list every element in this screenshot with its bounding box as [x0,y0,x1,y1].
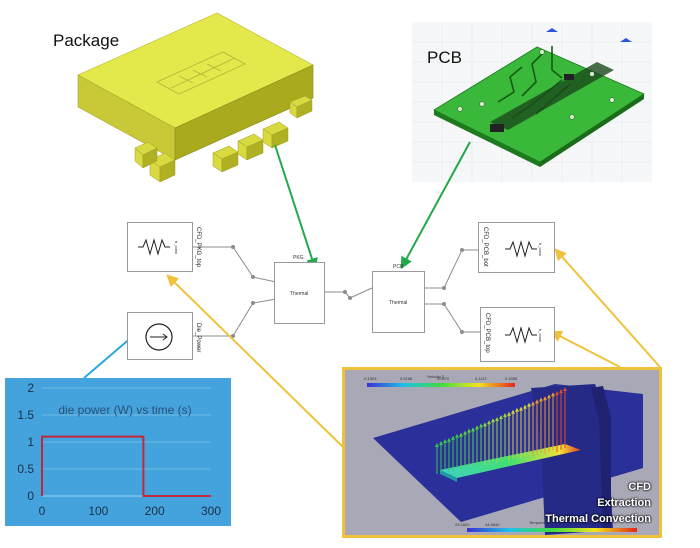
pcb-to-pcb-block-arrow [400,141,471,270]
pkg-thermal-block[interactable]: PKG Thermal [274,255,325,324]
velocity-arrow-head [471,427,475,432]
cfd-line-3: Thermal Convection [545,513,651,525]
bottom-bar-tick: 44.5640 [485,522,500,527]
resistor-icon [138,238,170,256]
pcb-3d-render [412,22,652,182]
velocity-arrow-head [435,443,439,447]
package-3d-render [77,12,314,183]
cfd-pcb-top-label: CFD_PCB_top [484,313,490,353]
cfd-panel: Velocity Z -0.1504 0.0168 0.0570 0.1112 … [342,367,662,538]
velocity-arrow-head [503,413,507,417]
velocity-arrow-head [519,406,523,411]
colorbar-tick: 0.0570 [437,376,450,381]
colorbar-title: Velocity Z [427,374,445,379]
bottom-bar-tick: 23.1820 [455,522,470,527]
velocity-arrow-head [451,435,455,440]
velocity-arrow-head [535,399,539,404]
resistor-icon [505,240,537,258]
colorbar-tick: 0.0168 [400,376,413,381]
cfd-to-pcb-top-arrow [549,330,621,368]
velocity-arrow-head [511,409,515,414]
x-tick-label: 200 [145,504,165,518]
bottom-bar-title: Temperature [529,520,552,525]
cfd-to-pcb-bot-arrow [554,248,661,368]
velocity-arrow-head [539,397,543,402]
series-line [41,435,211,497]
velocity-arrow-head [467,428,471,433]
velocity-arrow-head [547,394,551,399]
package-label: Package [53,31,120,50]
colorbar-tick: 0.1555 [505,376,518,381]
velocity-arrow-head [491,418,495,423]
velocity-arrow-head [455,433,459,438]
velocity-arrow-head [499,415,503,419]
signal-wires [193,246,480,337]
velocity-arrow-head [495,417,499,421]
pcb-body-label: Thermal [389,300,408,306]
cfd-pcb-bot-block[interactable]: h_conv CFD_PCB_bot [478,222,555,273]
velocity-arrow-head [475,425,479,430]
velocity-arrow-head [531,401,535,406]
die-power-chart: 0 0.5 1 1.5 2 0 100 200 300 die power (W) vs time… [5,378,231,526]
cfd-line-1: CFD [628,481,651,493]
x-tick-label: 100 [88,504,108,518]
cfd-visualization: Velocity Z -0.1504 0.0168 0.0570 0.1112 … [363,374,643,535]
die-power-block[interactable]: Die_Power [127,312,201,360]
velocity-arrow-head [463,430,467,435]
velocity-arrow-head [551,392,555,397]
velocity-arrow-head [487,420,491,425]
resistor-icon [505,326,537,344]
x-tick-label: 0 [39,504,46,518]
colorbar-tick: -0.1504 [363,376,377,381]
cfd-pcb-bot-label: CFD_PCB_bot [482,227,488,267]
colorbar-tick: 0.1112 [475,376,487,381]
chart-canvas: 0 0.5 1 1.5 2 0 100 200 300 die power (W) vs time… [17,381,221,518]
package-to-pkg-arrow [274,144,318,271]
velocity-arrow-head [515,407,519,412]
velocity-arrow-head [447,437,451,442]
power-source-icon [145,323,173,351]
cfd-to-pkg-top-arrow [166,274,345,449]
velocity-arrow-head [483,422,487,427]
velocity-arrows [435,387,567,474]
velocity-arrow-head [459,432,463,437]
velocity-arrow-head [563,387,567,391]
velocity-arrow-head [559,389,563,393]
pkg-caption: PKG [293,255,304,261]
y-tick-label: 2 [27,381,34,395]
pcb-thermal-block[interactable]: PCB Thermal [372,264,425,333]
pcb-caption: PCB [393,264,404,270]
velocity-arrow-head [479,423,483,428]
h-conv-glyph: h_conv [538,243,543,256]
cfd-pkg-top-label: CFD_PKG_top [195,227,201,268]
velocity-arrow-head [507,411,511,416]
pcb-label: PCB [427,48,462,67]
y-tick-label: 1.5 [17,408,34,422]
pkg-body-label: Thermal [290,291,309,297]
die-power-label: Die_Power [195,323,201,353]
velocity-arrow-head [555,391,559,395]
velocity-arrow-head [543,396,547,401]
y-tick-label: 1 [27,435,34,449]
velocity-arrow-head [523,404,527,409]
cfd-pcb-top-block[interactable]: h_conv CFD_PCB_top [480,307,555,362]
cfd-pkg-top-block[interactable]: h_conv CFD_PKG_top [127,222,201,272]
h-conv-glyph: h_conv [538,329,543,342]
y-tick-label: 0 [27,489,34,503]
cfd-line-2: Extraction [597,497,651,509]
y-tick-label: 0.5 [17,462,34,476]
chart-title: die power (W) vs time (s) [58,403,191,417]
h-conv-glyph: h_conv [174,241,179,254]
velocity-arrow-head [443,439,447,443]
velocity-arrow-head [439,441,443,445]
x-tick-label: 300 [201,504,221,518]
velocity-arrow-head [527,402,531,407]
